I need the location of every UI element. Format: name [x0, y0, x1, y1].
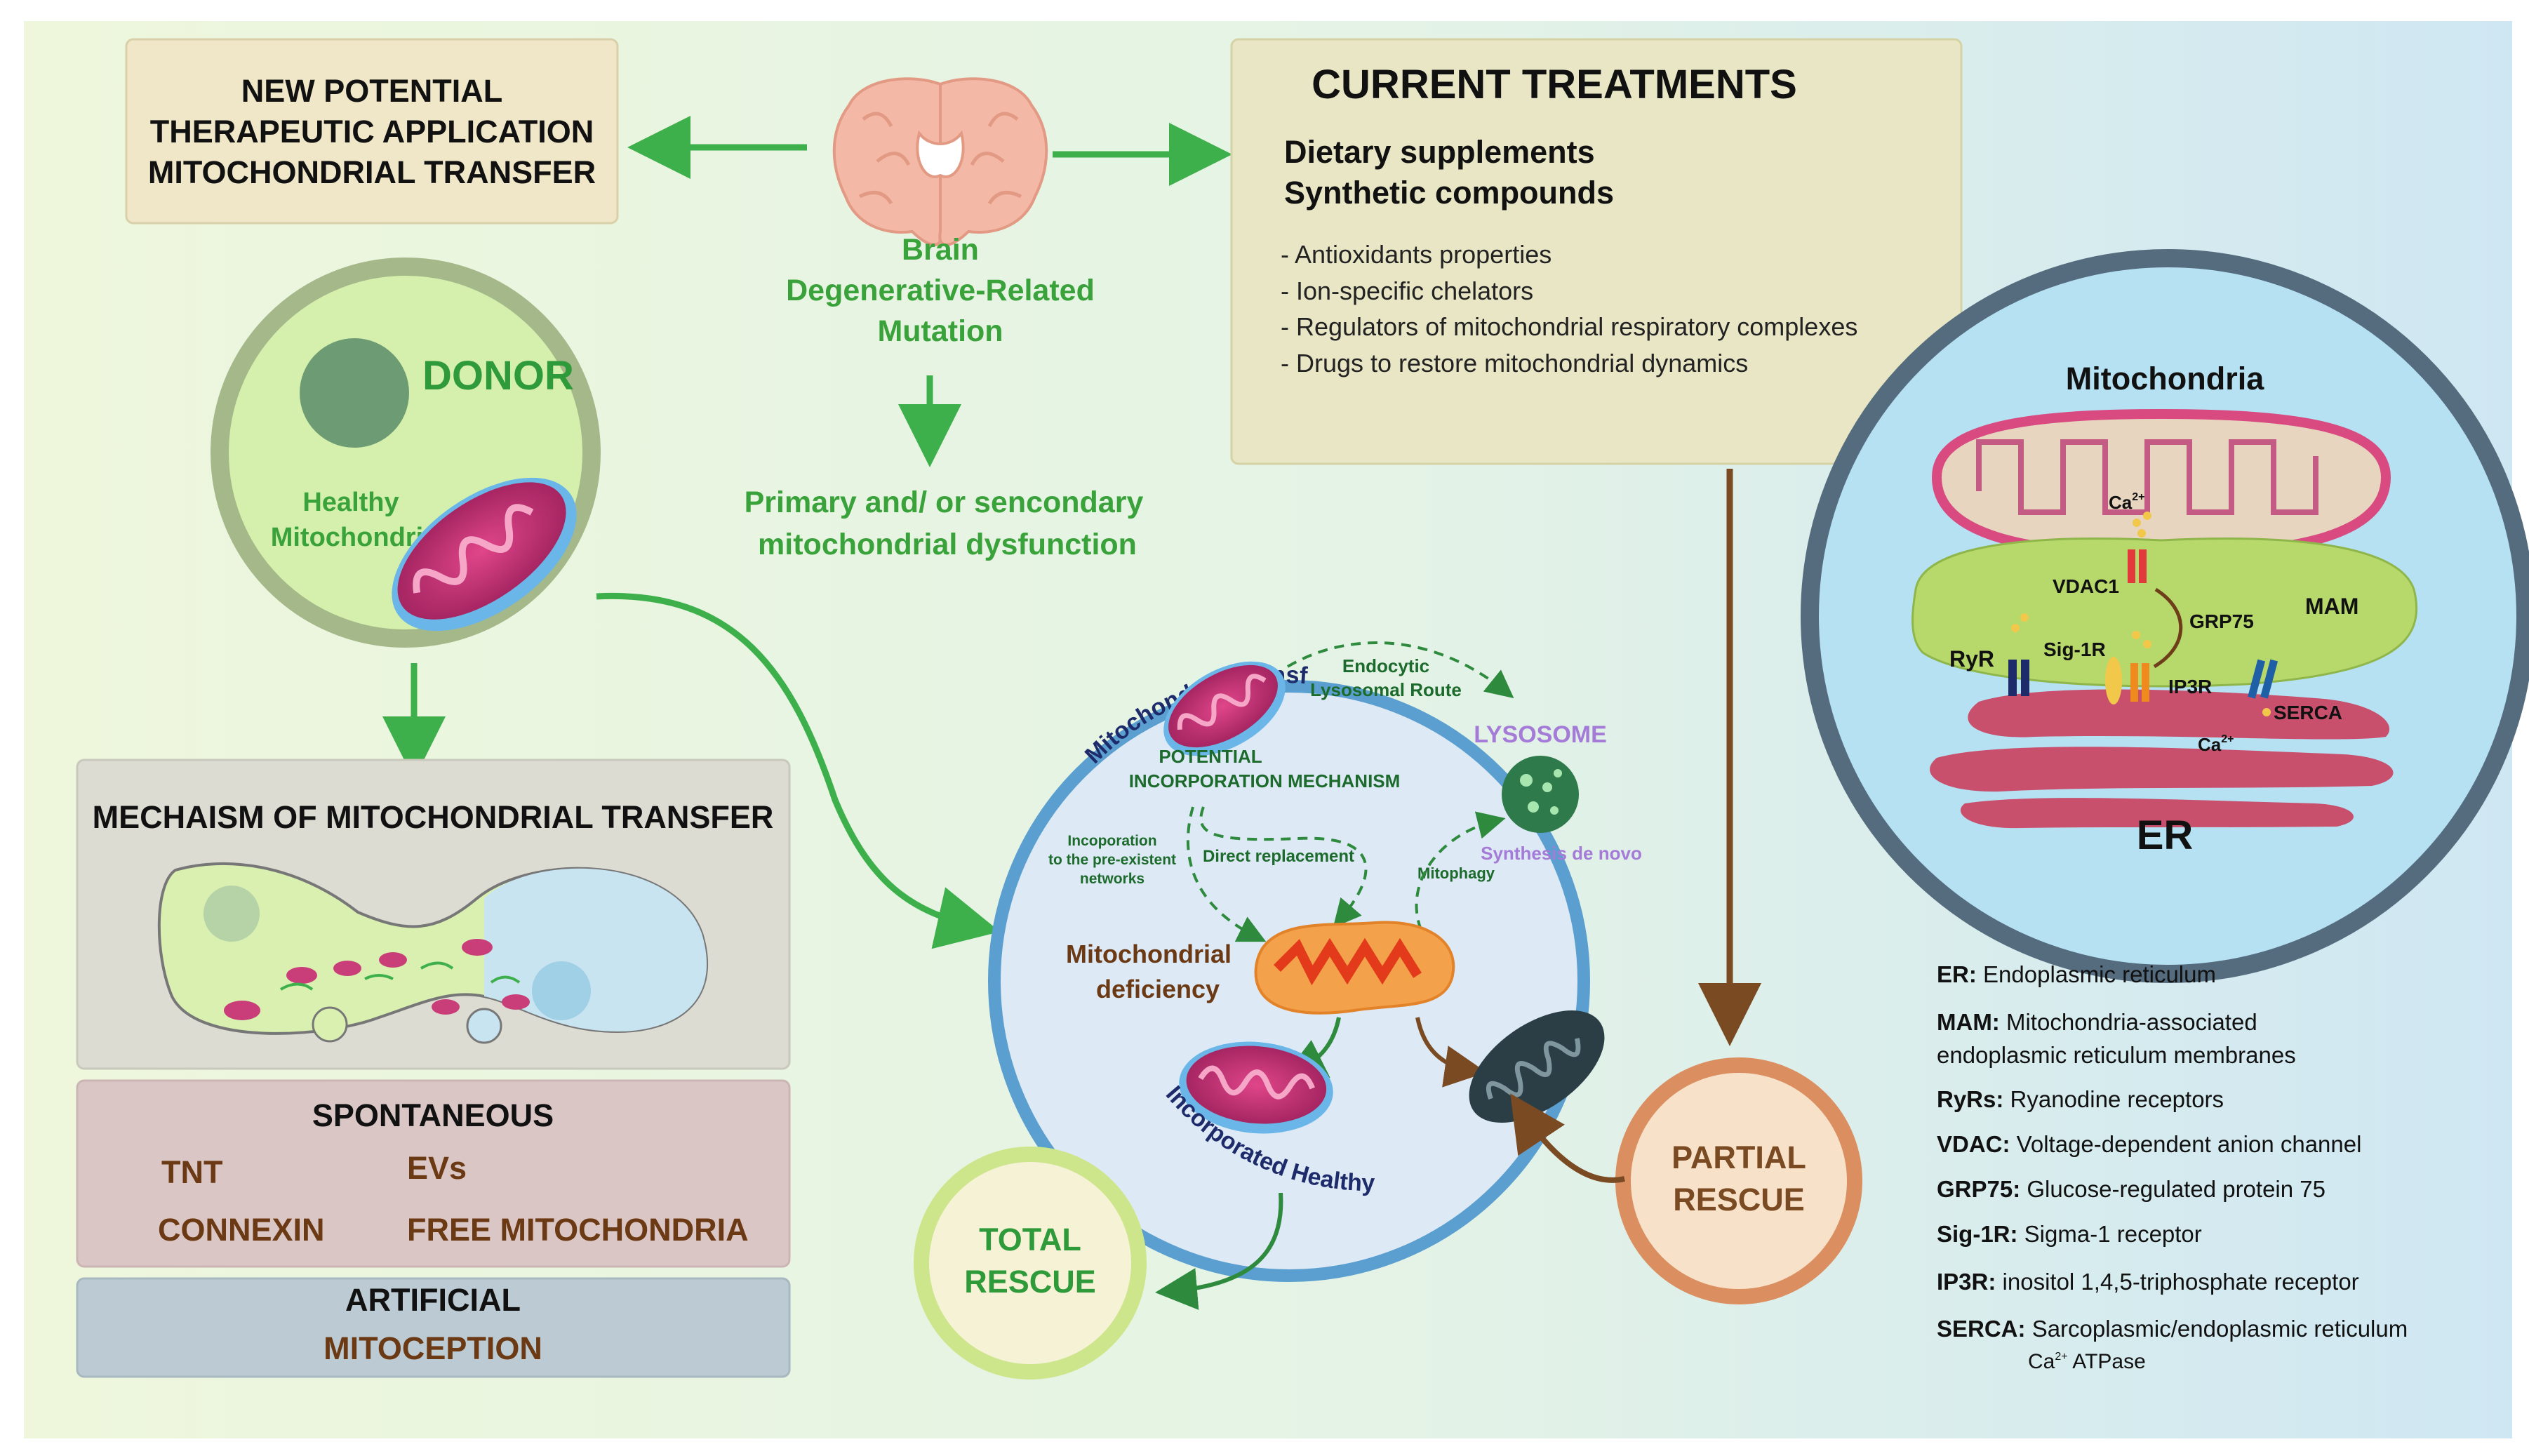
- legend-ryrs: RyRs: Ryanodine receptors: [1937, 1086, 2224, 1112]
- lysosome-label: LYSOSOME: [1474, 721, 1607, 748]
- synthesis-label: Synthesis de novo: [1481, 843, 1642, 864]
- treatments-title: CURRENT TREATMENTS: [1312, 62, 1797, 107]
- mitophagy-label: Mitophagy: [1417, 864, 1495, 882]
- incorporated-mitochondria-icon: [1179, 1041, 1333, 1134]
- dysfunction-line1: Primary and/ or sencondary: [745, 486, 1144, 519]
- arrow-partial-to-damaged: [1510, 1093, 1625, 1183]
- spontaneous-tnt: TNT: [161, 1154, 222, 1190]
- donor-label1: Healthy: [302, 488, 399, 517]
- direct-replacement-arrow: [1199, 806, 1368, 928]
- donor-title: DONOR: [422, 353, 574, 399]
- total-rescue-line2: RESCUE: [964, 1264, 1096, 1300]
- legend-mam-line2: endoplasmic reticulum membranes: [1937, 1042, 2296, 1068]
- treatment-item-3: - Drugs to restore mitochondrial dynamic…: [1281, 349, 1748, 378]
- total-rescue-circle: TOTAL RESCUE: [914, 1147, 1147, 1380]
- donor-cell: DONOR Healthy Mitochondria: [211, 258, 601, 648]
- artificial-box: ARTIFICIAL MITOCEPTION: [76, 1277, 791, 1378]
- lysosome-icon: [1502, 756, 1579, 833]
- new-therapeutic-box: NEW POTENTIAL THERAPEUTIC APPLICATION MI…: [125, 38, 619, 225]
- legend-sig1r: Sig-1R: Sigma-1 receptor: [1937, 1221, 2202, 1247]
- deficiency-line2: deficiency: [1096, 975, 1220, 1003]
- ryr-label: RyR: [1949, 646, 1994, 672]
- partial-rescue-line2: RESCUE: [1673, 1182, 1805, 1217]
- artificial-item: MITOCEPTION: [323, 1330, 542, 1366]
- grp75-label: GRP75: [2189, 610, 2254, 632]
- legend-serca: SERCA: Sarcoplasmic/endoplasmic reticulu…: [1937, 1316, 2408, 1342]
- treatment-item-0: - Antioxidants properties: [1281, 240, 1552, 269]
- therapeutic-line2: THERAPEUTIC APPLICATION: [150, 114, 594, 149]
- partial-rescue-circle: PARTIAL RESCUE: [1615, 1057, 1862, 1304]
- deficient-mitochondria-icon: [1254, 921, 1455, 1015]
- treatment-item-2: - Regulators of mitochondrial respirator…: [1281, 312, 1857, 341]
- mam-region-drawing: [1911, 537, 2418, 688]
- legend-er: ER: Endoplasmic reticulum: [1937, 961, 2216, 987]
- er-title: ER: [2137, 813, 2194, 858]
- spontaneous-title: SPONTANEOUS: [312, 1097, 554, 1133]
- spontaneous-box: SPONTANEOUS TNT EVs CONNEXIN FREE MITOCH…: [76, 1079, 791, 1268]
- vdac1-label: VDAC1: [2053, 575, 2119, 597]
- mechanism-title: MECHAISM OF MITOCHONDRIAL TRANSFER: [93, 799, 774, 835]
- damaged-mitochondria-icon: [1469, 1010, 1605, 1123]
- cell-nucleus-left: [203, 886, 260, 942]
- arrow-to-damaged: [1415, 1017, 1487, 1088]
- legend-serca-line2: Ca2+ ATPase: [2028, 1350, 2146, 1373]
- legend-grp75: GRP75: Glucose-regulated protein 75: [1937, 1176, 2326, 1202]
- incorp-arrow: [1186, 806, 1267, 942]
- brain-line2: Degenerative-Related: [786, 274, 1095, 307]
- healthy-mitochondria-icon: [392, 477, 577, 632]
- ca-top-label: Ca2+: [2109, 491, 2145, 513]
- arrow-to-total-rescue: [1155, 1192, 1283, 1310]
- artificial-title: ARTIFICIAL: [345, 1282, 521, 1318]
- dysfunction-line2: mitochondrial dysfunction: [758, 528, 1137, 561]
- sig1r-label: Sig-1R: [2043, 639, 2106, 660]
- direct-replacement-label: Direct replacement: [1203, 847, 1354, 866]
- mitophagy-arrow: [1415, 811, 1506, 930]
- therapeutic-line1: NEW POTENTIAL: [241, 73, 502, 109]
- therapeutic-line3: MITOCHONDRIAL TRANSFER: [148, 154, 596, 190]
- endocytic-line1: Endocytic: [1342, 655, 1429, 676]
- endocytic-route-arrow: [1286, 641, 1514, 699]
- mechanism-box: MECHAISM OF MITOCHONDRIAL TRANSFER: [76, 759, 791, 1070]
- total-rescue-line1: TOTAL: [979, 1222, 1081, 1257]
- brain-line3: Mutation: [877, 314, 1003, 348]
- mam-circle: Mitochondria Ca2+ VDAC1 GRP75 MAM R: [1801, 249, 2529, 983]
- treatments-sub2: Synthetic compounds: [1284, 175, 1614, 211]
- deficiency-line1: Mitochondrial: [1066, 940, 1232, 968]
- arrow-to-central-circle: [596, 592, 1001, 949]
- mam-label: MAM: [2305, 594, 2358, 619]
- transferred-mitochondria-icon: [1163, 661, 1286, 756]
- incorp-line1: Incoporation: [1067, 833, 1156, 849]
- brain-icon: [832, 77, 1048, 246]
- partial-rescue-line1: PARTIAL: [1671, 1140, 1806, 1175]
- legend-ip3r: IP3R: inositol 1,4,5-triphosphate recept…: [1937, 1269, 2359, 1295]
- ip3r-label: IP3R: [2168, 676, 2212, 697]
- serca-label: SERCA: [2274, 702, 2342, 723]
- incorp-line3: networks: [1080, 871, 1145, 887]
- spontaneous-connexin: CONNEXIN: [158, 1212, 325, 1248]
- spontaneous-evs: EVs: [407, 1150, 467, 1186]
- incorp-line2: to the pre-existent: [1048, 852, 1176, 868]
- legend-vdac: VDAC: Voltage-dependent anion channel: [1937, 1131, 2361, 1157]
- current-treatments-box: CURRENT TREATMENTS Dietary supplements S…: [1230, 38, 1963, 465]
- treatments-sub1: Dietary supplements: [1284, 134, 1595, 170]
- legend-mam: MAM: Mitochondria-associated: [1937, 1009, 2257, 1035]
- mitochondria-title: Mitochondria: [2066, 361, 2264, 396]
- brain-line1: Brain: [902, 233, 979, 267]
- treatment-item-1: - Ion-specific chelators: [1281, 276, 1533, 305]
- endocytic-line2: Lysosomal Route: [1310, 679, 1462, 700]
- abbreviation-legend: ER: Endoplasmic reticulum MAM: Mitochond…: [1937, 961, 2408, 1373]
- cell-nucleus-right: [532, 961, 591, 1020]
- spontaneous-free: FREE MITOCHONDRIA: [407, 1212, 749, 1248]
- potential-line2: INCORPORATION MECHANISM: [1129, 770, 1401, 792]
- ca-bottom-label: Ca2+: [2198, 733, 2234, 755]
- potential-line1: POTENTIAL: [1159, 746, 1262, 767]
- donor-nucleus: [300, 338, 409, 448]
